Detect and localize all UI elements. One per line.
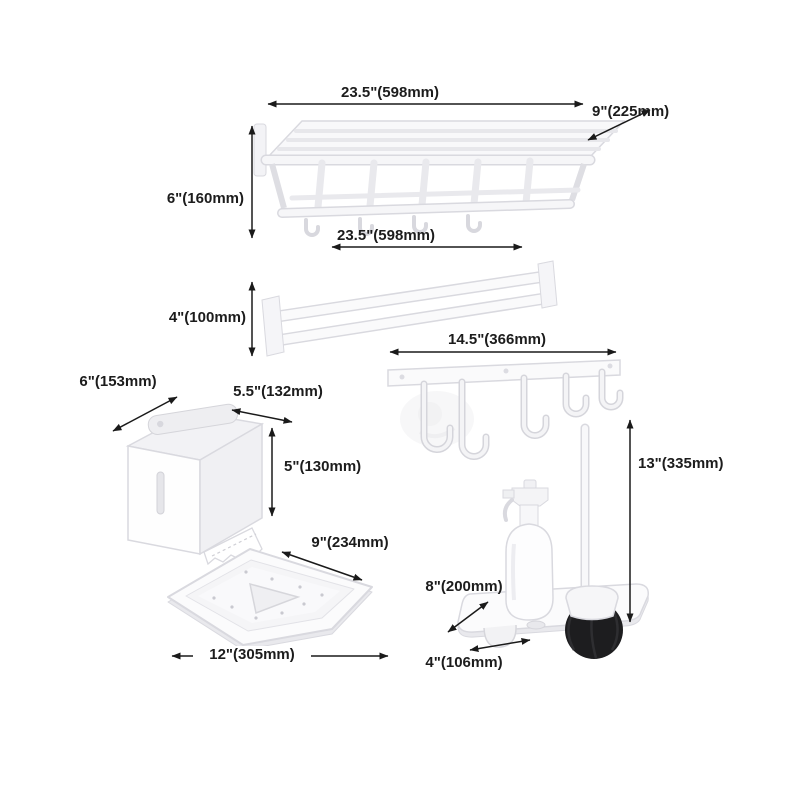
label-hook-width: 14.5"(366mm) (448, 331, 546, 348)
label-corner-side: 9"(234mm) (311, 534, 389, 551)
dim-shelf-depth (587, 109, 651, 141)
dim-tray-depth (447, 601, 489, 633)
hook-icon (358, 217, 374, 236)
dimension-lines (112, 100, 651, 660)
label-bar-width: 23.5"(598mm) (337, 227, 435, 244)
hook-rail (387, 359, 621, 387)
towel-bar-top (269, 271, 553, 322)
trigger (502, 498, 514, 522)
corner-shelf-illustration (167, 548, 373, 651)
wall-mount-plate (537, 260, 558, 309)
label-tray-depth: 8"(200mm) (425, 578, 503, 595)
towel-bar-illustration (261, 260, 558, 357)
paper-holder-illustration (125, 403, 265, 566)
label-shelf-width: 23.5"(598mm) (341, 84, 439, 101)
hanging-hook-icon (460, 380, 488, 459)
label-paper-height: 5"(130mm) (284, 458, 362, 475)
hanging-hook-icon (522, 376, 548, 438)
wall-mount-plate (261, 295, 285, 357)
hanging-hook-icon (421, 382, 452, 452)
bottle-body (505, 523, 554, 621)
dispenser-slot (156, 471, 165, 515)
hook-rack-illustration (387, 359, 624, 460)
label-paper-width: 6"(153mm) (79, 373, 157, 390)
brush-set-illustration (457, 423, 649, 659)
lower-rail (278, 200, 574, 217)
tray-hole (526, 620, 546, 630)
towel-bar-bottom (269, 293, 553, 346)
label-tray-width: 4"(106mm) (425, 654, 503, 671)
wall-mount-plate (253, 123, 267, 177)
label-paper-depth: 5.5"(132mm) (233, 383, 323, 400)
toilet-brush (565, 423, 623, 659)
hook-icon (466, 214, 482, 233)
dim-paper-width (112, 396, 178, 432)
hook-icon (412, 215, 428, 234)
drain-holes (212, 570, 324, 620)
dim-corner-side (281, 551, 363, 581)
spray-bottle (502, 479, 554, 621)
fixed-hook-icon (564, 374, 588, 416)
fixed-hook-icon (600, 370, 622, 409)
brush-cup (565, 585, 619, 621)
dim-tray-width (469, 637, 531, 653)
label-brush-height: 13"(335mm) (638, 455, 724, 472)
label-corner-width: 12"(305mm) (193, 646, 311, 664)
drain-cutout (249, 582, 301, 615)
label-shelf-height: 6"(160mm) (166, 190, 244, 207)
label-bar-height: 4"(100mm) (168, 309, 246, 326)
box-side-face (199, 422, 263, 556)
hook-icon (304, 218, 320, 237)
label-shelf-depth: 9"(225mm) (592, 103, 670, 120)
towel-shelf-illustration (253, 120, 626, 237)
dim-paper-depth (231, 408, 293, 424)
